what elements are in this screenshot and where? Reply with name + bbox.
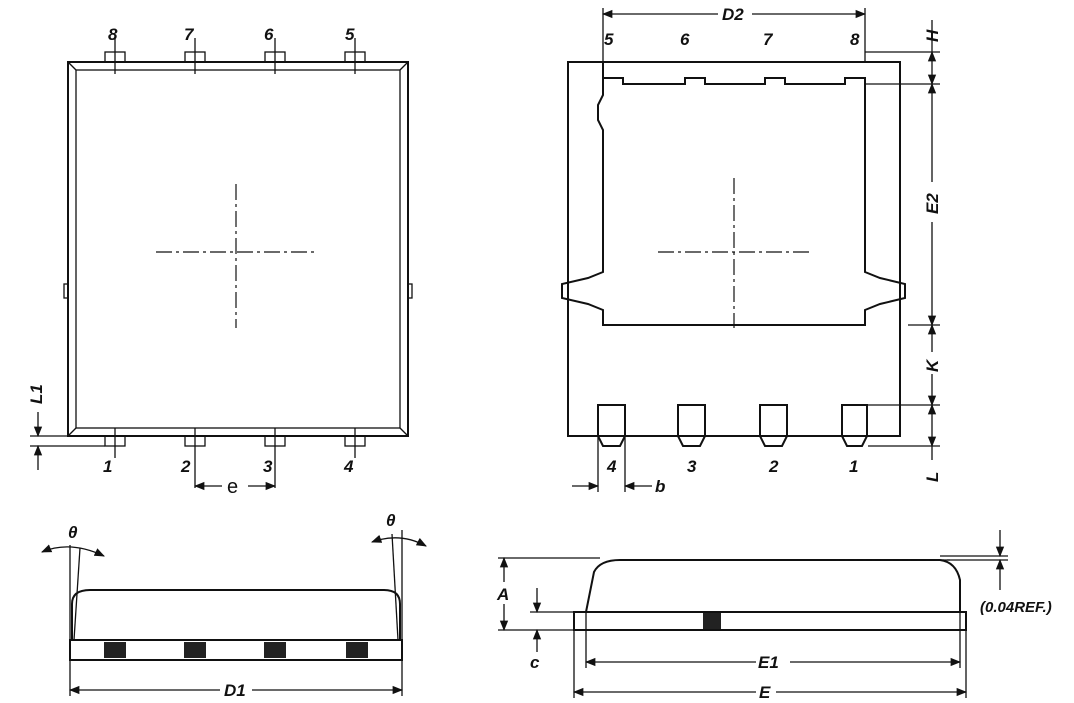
leadframe <box>69 639 403 661</box>
pin-number: 5 <box>604 30 614 49</box>
theta-left-label: θ <box>68 523 78 542</box>
dim-a-label: A <box>496 585 509 604</box>
dim-d2-label: D2 <box>722 5 744 24</box>
top-view: 8 7 6 5 1 2 3 4 e L1 <box>27 25 413 498</box>
pin-number: 7 <box>184 25 195 44</box>
pad <box>677 404 706 447</box>
package-inner-outline <box>75 69 401 429</box>
pad <box>597 404 626 447</box>
lead-section <box>104 642 126 658</box>
pin-number: 6 <box>264 25 274 44</box>
dim-b-label: b <box>655 477 665 496</box>
dim-d1-label: D1 <box>224 681 246 700</box>
pin-number: 4 <box>606 457 617 476</box>
lead-section <box>346 642 368 658</box>
pin-number: 8 <box>108 25 118 44</box>
dim-e2-label: E2 <box>923 193 942 214</box>
pin-number: 5 <box>345 25 355 44</box>
pin-number: 3 <box>687 457 697 476</box>
dim-k-label: K <box>923 358 942 372</box>
dim-e-label: E <box>759 683 771 702</box>
pin-number: 1 <box>103 457 112 476</box>
pin-number: 7 <box>763 30 774 49</box>
pad <box>841 404 868 447</box>
bottom-view: 5 6 7 8 4 3 2 1 D2 H E2 K L <box>561 5 942 496</box>
pad <box>759 404 788 447</box>
pin-number: 6 <box>680 30 690 49</box>
dim-l1-label: L1 <box>27 384 46 404</box>
pin-number: 1 <box>849 457 858 476</box>
side-view-right: A c E1 E (0.04REF.) <box>496 530 1052 702</box>
dim-e-label: e <box>227 476 238 498</box>
mold-body <box>71 589 401 640</box>
package-outline <box>567 61 901 437</box>
exposed-pad <box>561 62 906 326</box>
pin-number: 2 <box>180 457 191 476</box>
dim-h-label: H <box>923 29 942 42</box>
theta-right-label: θ <box>386 511 396 530</box>
dim-e1-label: E1 <box>758 653 779 672</box>
lead-section <box>184 642 206 658</box>
package-outline <box>67 61 409 437</box>
mold-body <box>585 559 961 613</box>
lead-section <box>264 642 286 658</box>
lead-section <box>703 613 721 629</box>
pin-number: 4 <box>343 457 354 476</box>
leadframe <box>573 611 967 631</box>
side-view-left: θ θ D1 <box>41 511 427 700</box>
pin-number: 3 <box>263 457 273 476</box>
ref-note: (0.04REF.) <box>980 599 1052 616</box>
dim-l-label: L <box>923 472 942 482</box>
pin-number: 8 <box>850 30 860 49</box>
pin-number: 2 <box>768 457 779 476</box>
dim-c-label: c <box>530 653 540 672</box>
